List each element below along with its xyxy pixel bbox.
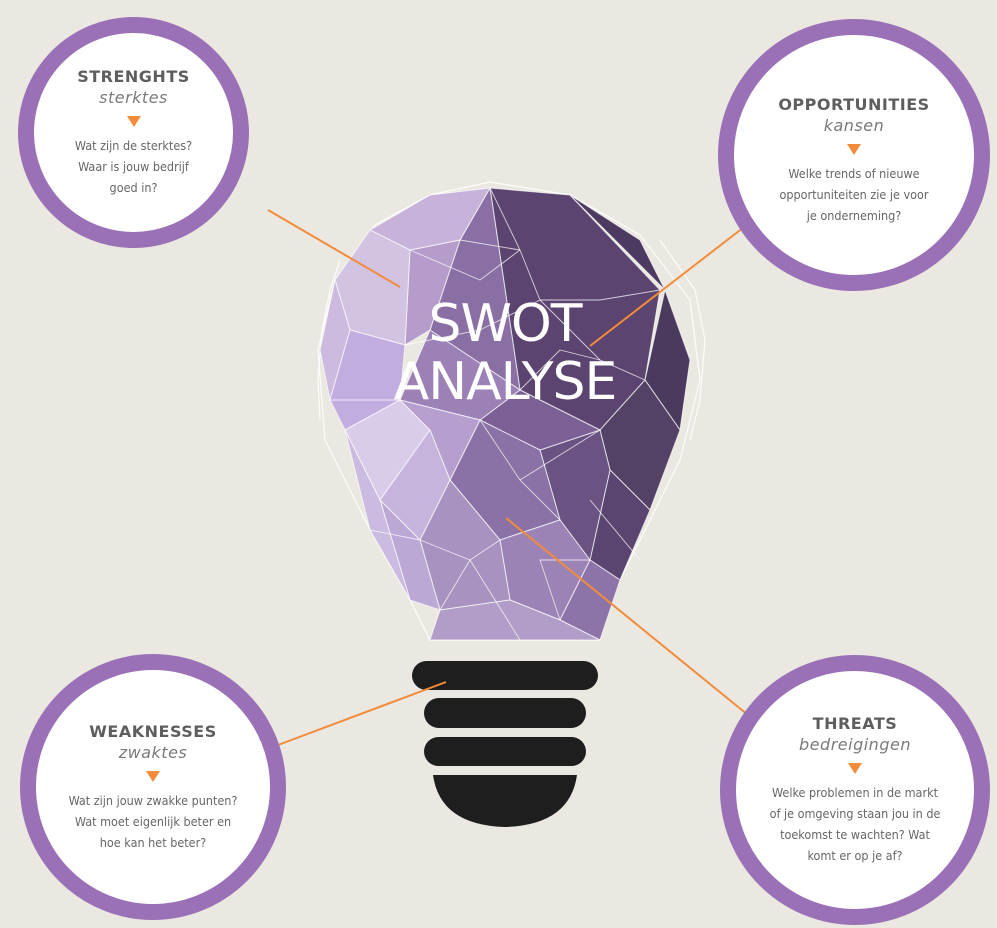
weaknesses-line: hoe kan het beter?: [99, 834, 207, 850]
connector-opportunities: [589, 223, 749, 347]
strengths-line: Waar is jouw bedrijf: [78, 159, 189, 174]
threats-line: of je omgeving staan jou in de: [769, 806, 941, 821]
threats-description: Welke problemen in de markt of je omgevi…: [752, 782, 958, 866]
threats-line: Welke problemen in de markt: [772, 785, 938, 800]
opportunities-line: opportuniteiten zie je voor: [779, 186, 929, 202]
connector-weaknesses: [277, 681, 447, 746]
center-title-line1: SWOT: [428, 294, 582, 354]
opportunities-subtitle: kansen: [823, 115, 885, 135]
opportunities-line: je onderneming?: [806, 207, 902, 223]
strengths-description: Wat zijn de sterktes? Waar is jouw bedri…: [59, 135, 209, 198]
opportunities-description: Welke trends of nieuwe opportuniteiten z…: [762, 163, 947, 226]
opportunities-bubble: OPPORTUNITIES kansen Welke trends of nie…: [718, 19, 990, 291]
opportunities-title: OPPORTUNITIES: [778, 94, 930, 114]
arrow-down-icon: [848, 763, 862, 774]
weaknesses-title: WEAKNESSES: [89, 721, 217, 741]
weaknesses-line: Wat moet eigenlijk beter en: [74, 813, 232, 829]
weaknesses-subtitle: zwaktes: [118, 742, 188, 762]
arrow-down-icon: [146, 770, 160, 782]
weaknesses-description: Wat zijn jouw zwakke punten? Wat moet ei…: [48, 790, 258, 853]
strengths-line: Wat zijn de sterktes?: [74, 138, 193, 153]
arrow-down-icon: [126, 116, 141, 127]
threats-line: komt er op je af?: [807, 848, 903, 863]
arrow-down-icon: [847, 143, 861, 155]
center-title-line2: ANALYSE: [393, 352, 618, 412]
connector-lines: [267, 209, 749, 746]
weaknesses-bubble: WEAKNESSES zwaktes Wat zijn jouw zwakke …: [20, 654, 286, 920]
weaknesses-line: Wat zijn jouw zwakke punten?: [68, 792, 238, 808]
bulb-base: [412, 661, 598, 827]
threats-line: toekomst te wachten? Wat: [780, 827, 930, 842]
opportunities-line: Welke trends of nieuwe: [788, 165, 920, 181]
center-title: SWOT ANALYSE: [355, 295, 655, 411]
strengths-line: goed in?: [109, 180, 158, 195]
strengths-bubble: STRENGHTS sterktes Wat zijn de sterktes?…: [18, 17, 249, 248]
threats-title: THREATS: [812, 714, 898, 733]
connector-threats: [505, 517, 749, 716]
connector-strengths: [267, 209, 401, 288]
threats-subtitle: bedreigingen: [799, 735, 911, 754]
bulb-facets: [319, 186, 691, 641]
strengths-title: STRENGHTS: [77, 67, 190, 86]
threats-bubble: THREATS bedreigingen Welke problemen in …: [720, 655, 990, 925]
bulb-wireframe-inner: [330, 187, 661, 641]
strengths-subtitle: sterktes: [99, 88, 168, 107]
